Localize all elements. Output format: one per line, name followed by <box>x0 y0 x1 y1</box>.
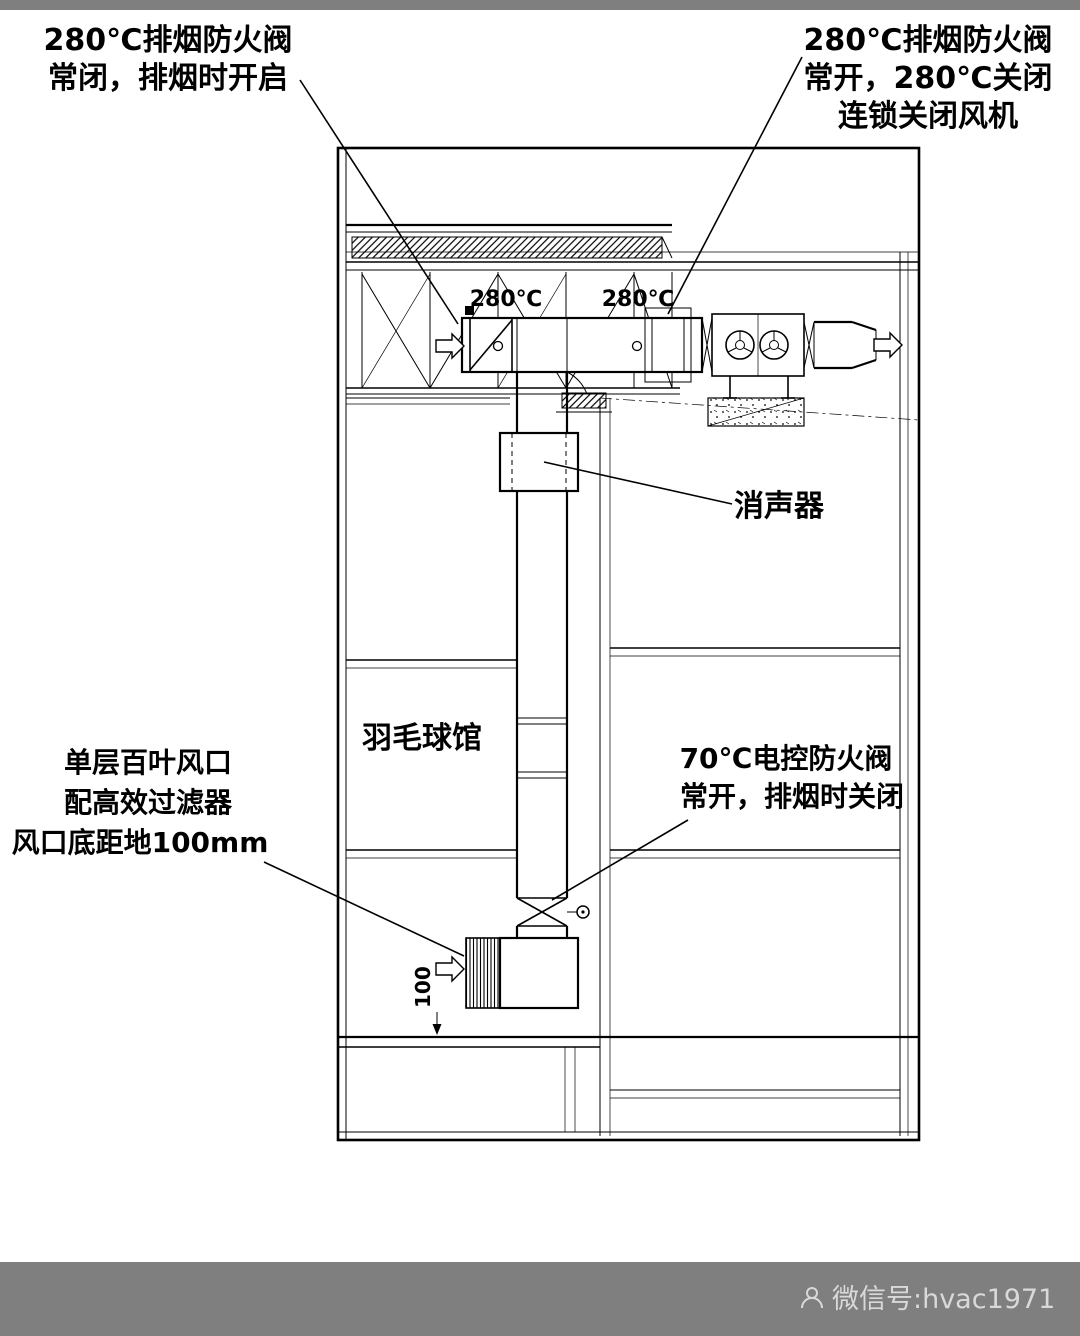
louver-outlet <box>465 937 501 1009</box>
top-band <box>0 0 1080 10</box>
leader-top-left <box>299 79 459 325</box>
leader-lines <box>263 56 803 957</box>
floor-lines <box>338 647 919 1133</box>
annotation-top-right-line2: 常开，280℃关闭 <box>804 61 1053 96</box>
vertical-duct <box>465 371 612 1010</box>
leader-damper-70c <box>551 819 689 901</box>
annotation-top-right-line3: 连锁关闭风机 <box>838 99 1018 134</box>
leader-top-right <box>667 56 803 315</box>
discharge-duct <box>813 320 877 370</box>
fan-support-pad <box>707 376 805 427</box>
annotation-top-left-line2: 常闭，排烟时开启 <box>48 61 288 96</box>
leader-silencer <box>543 461 733 505</box>
fire-damper-280c-2 <box>631 307 692 383</box>
silencer-box <box>498 431 580 493</box>
inlet-airflow-arrow <box>435 332 465 360</box>
louver-airflow-arrow <box>435 955 465 983</box>
annotation-louver-line2: 配高效过滤器 <box>64 786 233 819</box>
roof-structure <box>346 223 919 271</box>
dimension-100: 100 <box>411 966 442 1035</box>
drawing-frame <box>336 146 921 1142</box>
fire-damper-280c-1 <box>465 306 513 372</box>
watermark: 微信号:hvac1971 <box>801 1284 1055 1315</box>
annotation-top-left-line1: 280℃排烟防火阀 <box>44 23 293 58</box>
ceiling-element <box>561 392 607 409</box>
fire-damper-70c <box>516 897 590 927</box>
damper-temp-label-2: 280℃ <box>602 287 675 312</box>
damper-temp-label-1: 280℃ <box>470 287 543 312</box>
leader-louver <box>263 861 465 957</box>
dimension-100-text: 100 <box>411 966 435 1008</box>
silencer-label: 消声器 <box>734 489 825 524</box>
annotation-top-right-line1: 280℃排烟防火阀 <box>804 23 1053 58</box>
horizontal-duct <box>460 306 877 427</box>
ceiling-and-walls <box>346 397 920 1136</box>
bottom-band <box>0 1262 1080 1336</box>
annotation-damper70-line1: 70℃电控防火阀 <box>680 742 893 775</box>
watermark-text: 微信号:hvac1971 <box>832 1284 1055 1315</box>
discharge-airflow-arrow <box>873 331 903 359</box>
hall-label: 羽毛球馆 <box>362 721 482 756</box>
annotation-louver-line1: 单层百叶风口 <box>64 746 232 779</box>
exhaust-fan <box>711 313 805 377</box>
annotation-louver-line3: 风口底距地100mm <box>12 826 269 859</box>
dimension-arrow <box>432 1024 442 1035</box>
annotations: 280℃排烟防火阀 常闭，排烟时开启 280℃排烟防火阀 常开，280℃关闭 连… <box>12 23 1053 859</box>
annotation-damper70-line2: 常开，排烟时关闭 <box>680 780 904 813</box>
bottom-plenum <box>498 936 580 1010</box>
